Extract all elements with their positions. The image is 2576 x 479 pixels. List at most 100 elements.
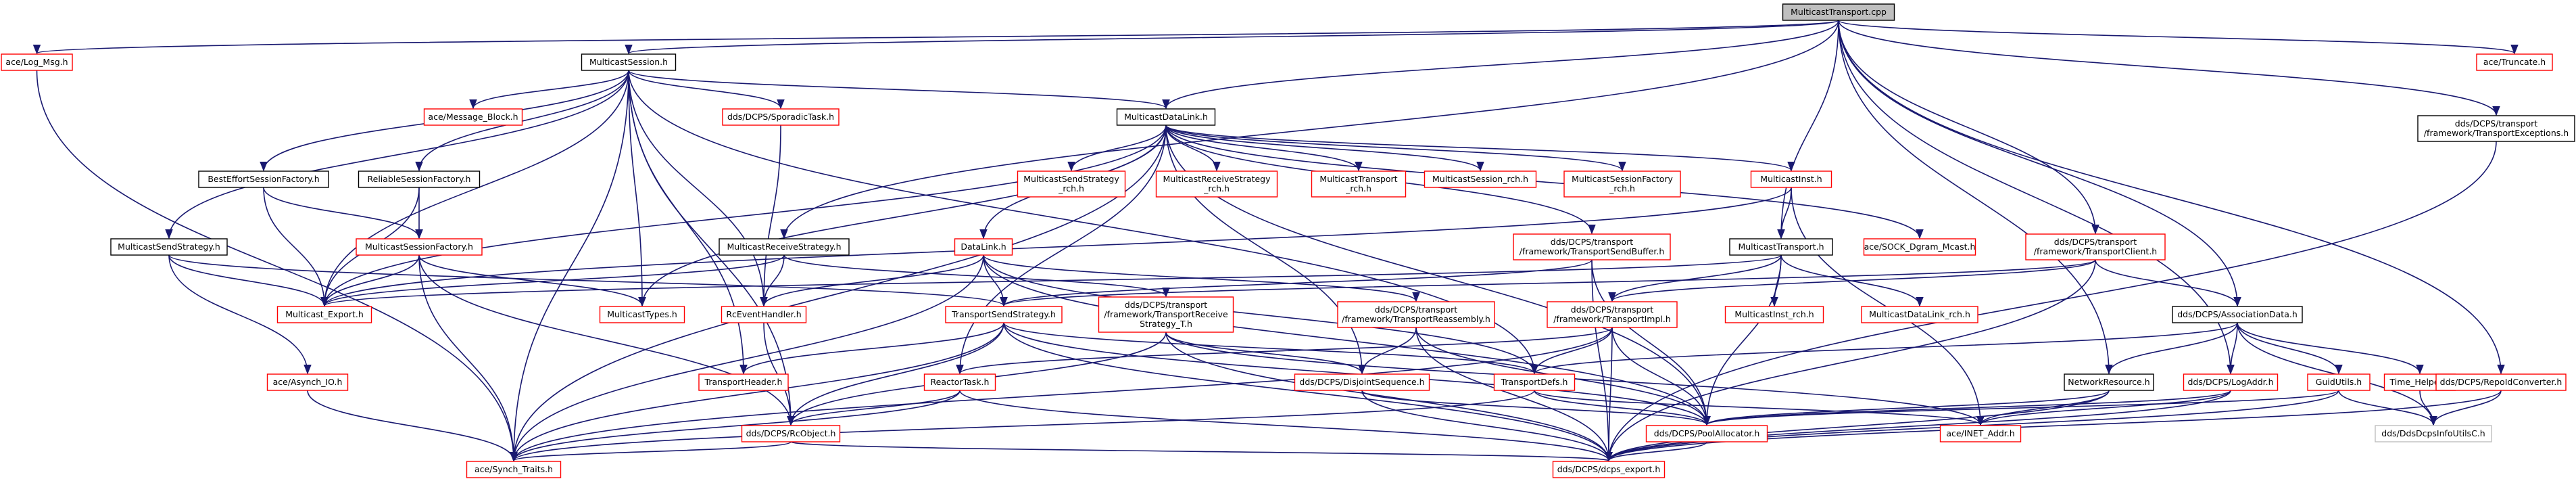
- node-mcast-session[interactable]: MulticastSession.h: [581, 53, 677, 71]
- node-transport-receive-strategy-t[interactable]: dds/DCPS/transport/framework/TransportRe…: [1098, 296, 1234, 333]
- node-mcast-inst-rch[interactable]: MulticastInst_rch.h: [1724, 306, 1824, 323]
- node-log-msg[interactable]: ace/Log_Msg.h: [1, 53, 73, 71]
- edge-transport-send-strategy-to-synch-traits: [510, 322, 1004, 462]
- node-box: [1563, 170, 1681, 198]
- node-sock-dgram-mcast[interactable]: ace/SOCK_Dgram_Mcast.h: [1863, 238, 1976, 256]
- node-box: [945, 306, 1063, 323]
- node-mcast-receive-strategy-rch[interactable]: MulticastReceiveStrategy_rch.h: [1155, 170, 1278, 198]
- node-box: [110, 238, 228, 256]
- node-box: [1724, 306, 1824, 323]
- node-label: dds/DCPS/LogAddr.h: [2187, 377, 2273, 387]
- node-mcast-types[interactable]: MulticastTypes.h: [599, 306, 685, 323]
- node-dcps-export[interactable]: dds/DCPS/dcps_export.h: [1552, 461, 1666, 478]
- node-box: [1017, 170, 1126, 198]
- node-mcast-datalink[interactable]: MulticastDataLink.h: [1116, 108, 1216, 126]
- node-mcast-transport[interactable]: MulticastTransport.h: [1729, 238, 1833, 256]
- edge-repoid-converter-to-dcps-export: [1605, 390, 2502, 462]
- node-repoid-converter[interactable]: dds/DCPS/RepoIdConverter.h: [2435, 373, 2567, 391]
- edge-guid-utils-to-dcps-info-utils: [2338, 390, 2437, 426]
- edge-transport-client-to-transport-impl: [1608, 259, 2096, 302]
- edge-time-helper-to-dcps-info-utils: [2419, 390, 2437, 426]
- node-box: [2183, 373, 2279, 391]
- node-label: MulticastSessionFactory: [1572, 174, 1673, 184]
- edge-mcast-session-to-rc-event-handler: [628, 70, 768, 307]
- edge-transport-impl-to-reactor-task: [956, 327, 1613, 375]
- edge-mcast-session-factory-to-synch-traits: [418, 254, 518, 462]
- edge-transport-reassembly-to-disjoint-sequence: [1358, 327, 1417, 375]
- node-label: NetworkResource.h: [2068, 377, 2149, 387]
- node-label: ace/Log_Msg.h: [5, 57, 68, 67]
- node-best-effort-factory[interactable]: BestEffortSessionFactory.h: [198, 170, 329, 188]
- node-asynch-io[interactable]: ace/Asynch_IO.h: [266, 373, 349, 391]
- node-sporadic-task[interactable]: dds/DCPS/SporadicTask.h: [722, 108, 840, 126]
- node-label: dds/DCPS/RepoIdConverter.h: [2440, 377, 2562, 387]
- node-reactor-task[interactable]: ReactorTask.h: [923, 373, 996, 391]
- node-network-resource[interactable]: NetworkResource.h: [2064, 373, 2154, 391]
- node-log-addr[interactable]: dds/DCPS/LogAddr.h: [2183, 373, 2279, 391]
- edge-mcast-transport-to-mcast-datalink-rch: [1780, 254, 1924, 307]
- node-box: [1547, 301, 1678, 328]
- node-label: MulticastSessionFactory.h: [365, 242, 473, 252]
- node-reliable-factory[interactable]: ReliableSessionFactory.h: [358, 170, 481, 188]
- node-guid-utils[interactable]: GuidUtils.h: [2307, 373, 2371, 391]
- edge-datalink-to-rc-event-handler: [760, 254, 984, 307]
- edge-mcast-session-to-mcast-types: [628, 70, 646, 307]
- node-message-block[interactable]: ace/Message_Block.h: [423, 108, 523, 126]
- node-rc-event-handler[interactable]: RcEventHandler.h: [721, 306, 807, 323]
- edge-log-addr-to-dcps-export: [1605, 390, 2231, 462]
- node-mcast-datalink-rch[interactable]: MulticastDataLink_rch.h: [1861, 306, 1978, 323]
- node-rc-object[interactable]: dds/DCPS/RcObject.h: [741, 425, 841, 442]
- node-label: TransportDefs.h: [1501, 377, 1568, 387]
- node-label: ace/Asynch_IO.h: [273, 377, 343, 387]
- edge-network-resource-to-pool-allocator: [1703, 390, 2110, 426]
- node-label: _rch.h: [1609, 183, 1635, 193]
- node-label: MulticastInst.h: [1760, 174, 1822, 184]
- node-association-data[interactable]: dds/DCPS/AssociationData.h: [2172, 306, 2303, 323]
- node-root[interactable]: MulticastTransport.cpp: [1782, 3, 1895, 21]
- edge-transport-send-buffer-to-pool-allocator: [1591, 259, 1711, 426]
- node-transport-defs[interactable]: TransportDefs.h: [1493, 373, 1576, 391]
- edge-root-to-repoid-converter: [1838, 20, 2505, 375]
- node-transport-send-buffer[interactable]: dds/DCPS/transport/framework/TransportSe…: [1513, 233, 1671, 260]
- node-datalink[interactable]: DataLink.h: [954, 238, 1013, 256]
- node-mcast-session-factory[interactable]: MulticastSessionFactory.h: [356, 238, 483, 256]
- edge-mcast-session-to-reliable-factory: [415, 70, 629, 172]
- node-label: /framework/TransportImpl.h: [1553, 314, 1671, 324]
- node-mcast-send-strategy[interactable]: MulticastSendStrategy.h: [110, 238, 228, 256]
- node-label: MulticastTypes.h: [607, 309, 677, 319]
- node-transport-client[interactable]: dds/DCPS/transport/framework/TransportCl…: [2025, 233, 2166, 260]
- node-transport-impl[interactable]: dds/DCPS/transport/framework/TransportIm…: [1547, 301, 1678, 328]
- node-box: [1861, 306, 1978, 323]
- edge-association-data-to-transport-defs: [1530, 322, 2238, 375]
- node-label: Time_Helper.h: [2389, 377, 2450, 387]
- edge-reactor-task-to-synch-traits: [510, 390, 961, 462]
- edge-transport-impl-to-dcps-export: [1605, 327, 1613, 462]
- node-transport-send-strategy[interactable]: TransportSendStrategy.h: [945, 306, 1063, 323]
- node-mcast-transport-rch[interactable]: MulticastTransport_rch.h: [1311, 170, 1407, 198]
- node-pool-allocator[interactable]: dds/DCPS/PoolAllocator.h: [1645, 425, 1768, 442]
- node-inet-addr[interactable]: ace/INET_Addr.h: [1939, 425, 2022, 442]
- edge-mcast-session-to-message-block: [469, 70, 629, 110]
- node-transport-header[interactable]: TransportHeader.h: [698, 373, 789, 391]
- node-mcast-send-strategy-rch[interactable]: MulticastSendStrategy_rch.h: [1017, 170, 1126, 198]
- node-mcast-inst[interactable]: MulticastInst.h: [1750, 170, 1832, 188]
- node-label: MulticastTransport: [1319, 174, 1397, 184]
- edge-root-to-mcast-session: [625, 20, 1839, 55]
- node-transport-exceptions[interactable]: dds/DCPS/transport/framework/TransportEx…: [2417, 115, 2575, 142]
- edge-mcast-datalink-to-synch-traits: [510, 124, 1167, 462]
- node-box: [2172, 306, 2303, 323]
- node-synch-traits[interactable]: ace/Synch_Traits.h: [466, 461, 562, 478]
- node-mcast-receive-strategy[interactable]: MulticastReceiveStrategy.h: [719, 238, 850, 256]
- node-label: MulticastDataLink.h: [1124, 112, 1208, 122]
- node-mcast-session-rch[interactable]: MulticastSession_rch.h: [1424, 170, 1537, 188]
- node-box: [466, 461, 562, 478]
- edge-layer: [34, 20, 2519, 462]
- edge-root-to-association-data: [1838, 20, 2241, 307]
- node-disjoint-sequence[interactable]: dds/DCPS/DisjointSequence.h: [1294, 373, 1430, 391]
- node-mcast-export[interactable]: Multicast_Export.h: [276, 306, 372, 323]
- edge-log-addr-to-pool-allocator: [1703, 390, 2231, 426]
- node-truncate[interactable]: ace/Truncate.h: [2476, 53, 2553, 71]
- node-mcast-session-factory-rch[interactable]: MulticastSessionFactory_rch.h: [1563, 170, 1681, 198]
- edge-mcast-datalink-to-disjoint-sequence: [1165, 124, 1366, 375]
- node-transport-reassembly[interactable]: dds/DCPS/transport/framework/TransportRe…: [1337, 301, 1495, 328]
